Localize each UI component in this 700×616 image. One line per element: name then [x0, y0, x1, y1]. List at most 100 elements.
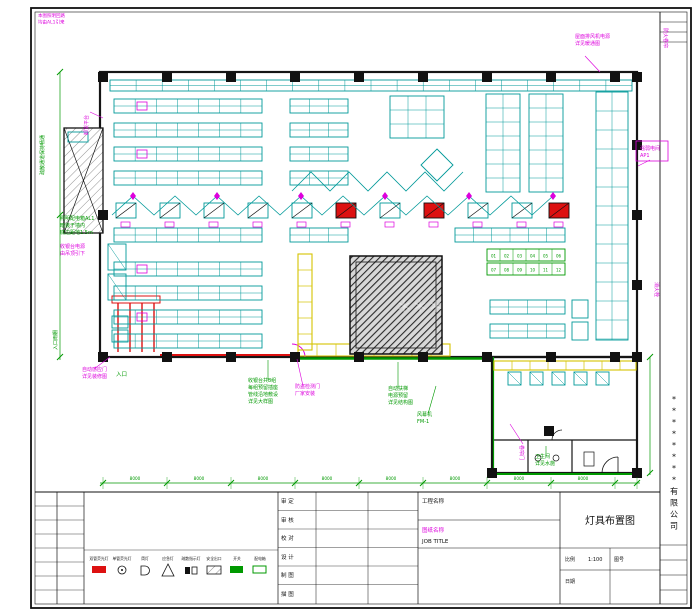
- column: [290, 72, 300, 82]
- plan-shape: [291, 202, 313, 219]
- plan-shape: [384, 221, 395, 228]
- annotation-text: 8000: [322, 476, 333, 481]
- annotation-text: AP1: [640, 153, 650, 159]
- plan-shape: [340, 221, 351, 228]
- column: [418, 72, 428, 82]
- annotation-text: 07: [491, 268, 497, 273]
- column: [98, 72, 108, 82]
- column: [418, 352, 428, 362]
- plan-shape: [296, 221, 307, 228]
- annotation-text: 司: [670, 522, 678, 531]
- title-block-texts: 审 定 审 核 校 对 设 计 制 图 描 图 工程名称 图纸名称 JOB TI…: [281, 497, 635, 598]
- annotation-text: 详见水施: [535, 460, 555, 467]
- plan-shape: [111, 329, 129, 343]
- annotation-text: 疏散通道保持畅通: [39, 135, 46, 175]
- annotation-text: ＊＊＊＊: [396, 297, 460, 316]
- annotation-text: 由吊顶引下: [60, 250, 85, 257]
- column: [482, 352, 492, 362]
- annotation-text: 收银台电源: [60, 243, 85, 250]
- annotation-text: *: [672, 476, 676, 485]
- plan-shape: [551, 371, 566, 386]
- job-title-label: JOB TITLE: [421, 539, 449, 545]
- annotation-text: 限: [670, 499, 678, 508]
- column: [482, 72, 492, 82]
- annotation-text: 疏散指示灯: [182, 556, 201, 561]
- plan-shape: [511, 202, 533, 219]
- annotation-text: 防盗检测门: [295, 383, 320, 390]
- plan-shape: [136, 149, 148, 159]
- plan-shape: [56, 353, 64, 361]
- plan-shape: [206, 565, 222, 575]
- plan-shape: [185, 567, 190, 574]
- annotation-text: 03: [517, 254, 523, 259]
- plan-shape: [208, 221, 219, 228]
- annotation-text: 入口: [116, 371, 127, 378]
- plan-shape: [191, 566, 198, 575]
- plan-shape: [551, 371, 566, 386]
- personnel-label: 审 核: [281, 516, 294, 524]
- plan-shape: [230, 566, 243, 573]
- plan-shape: [516, 221, 527, 228]
- annotation-text: 详见结构图: [388, 399, 413, 406]
- annotation-text: 8000: [130, 476, 141, 481]
- annotation-text: 每组预留插座: [248, 384, 278, 391]
- annotation-text: 筒灯: [141, 556, 149, 561]
- annotation-text: 12: [556, 268, 562, 273]
- annotation-text: 详见装修图: [82, 373, 107, 380]
- annotation-text: *: [672, 453, 676, 462]
- annotation-text: 底边距地1.5m: [60, 229, 93, 236]
- annex-wall: [490, 355, 639, 475]
- annotation-text: 卷帘门: [518, 445, 525, 460]
- plan-shape: [140, 565, 150, 576]
- column: [98, 352, 108, 362]
- annotation-text: 详见暖通图: [575, 40, 600, 47]
- plan-shape: [291, 171, 464, 192]
- plan-shape: [214, 192, 220, 200]
- annotation-text: 本图照明回路: [38, 12, 65, 19]
- annotation-text: 单管荧光灯: [113, 556, 132, 561]
- plan-shape: [423, 202, 445, 219]
- plan-shape: [136, 101, 148, 111]
- plan-shape: [121, 569, 123, 571]
- annotation-text: 配电箱: [254, 556, 266, 561]
- column: [354, 72, 364, 82]
- annotation-text: 强弱电间: [640, 145, 660, 152]
- plan-shape: [67, 131, 89, 143]
- plan-shape: [136, 312, 148, 322]
- plan-shape: [159, 202, 181, 219]
- date-label: 日期: [565, 579, 575, 585]
- plan-shape: [111, 295, 161, 304]
- plan-shape: [632, 468, 642, 478]
- plan-shape: [632, 140, 642, 150]
- plan-shape: [355, 261, 437, 349]
- plan-shape: [93, 356, 111, 370]
- annotation-text: *: [672, 464, 676, 473]
- annotation-text: 11: [543, 268, 549, 273]
- annotation-text: 电源预留: [388, 392, 408, 399]
- column: [632, 352, 642, 362]
- column: [546, 72, 556, 82]
- column: [610, 72, 620, 82]
- plan-shape: [111, 315, 129, 329]
- annotation-text: 8000: [450, 476, 461, 481]
- annotation-text: 消火栓: [653, 282, 660, 297]
- plan-shape: [493, 360, 637, 371]
- personnel-label: 校 对: [281, 534, 294, 542]
- annotation-text: 应急灯: [162, 556, 174, 561]
- drawing-title: 灯具布置图: [585, 515, 635, 527]
- column: [162, 72, 172, 82]
- annotation-text: 安全出口: [206, 556, 221, 561]
- plan-shape: [551, 429, 563, 441]
- annotation-text: 06: [556, 254, 562, 259]
- plan-shape: [161, 563, 175, 577]
- plan-shape: [583, 451, 595, 467]
- plan-shape: [107, 273, 127, 301]
- plan-shape: [111, 195, 554, 216]
- annotation-text: 详见大样图: [248, 398, 273, 405]
- column: [226, 352, 236, 362]
- sheet-inner-border: [34, 11, 688, 605]
- plan-shape: [247, 202, 269, 219]
- annotation-text: 暗装于墙内: [60, 222, 85, 229]
- plan-shape: [164, 221, 175, 228]
